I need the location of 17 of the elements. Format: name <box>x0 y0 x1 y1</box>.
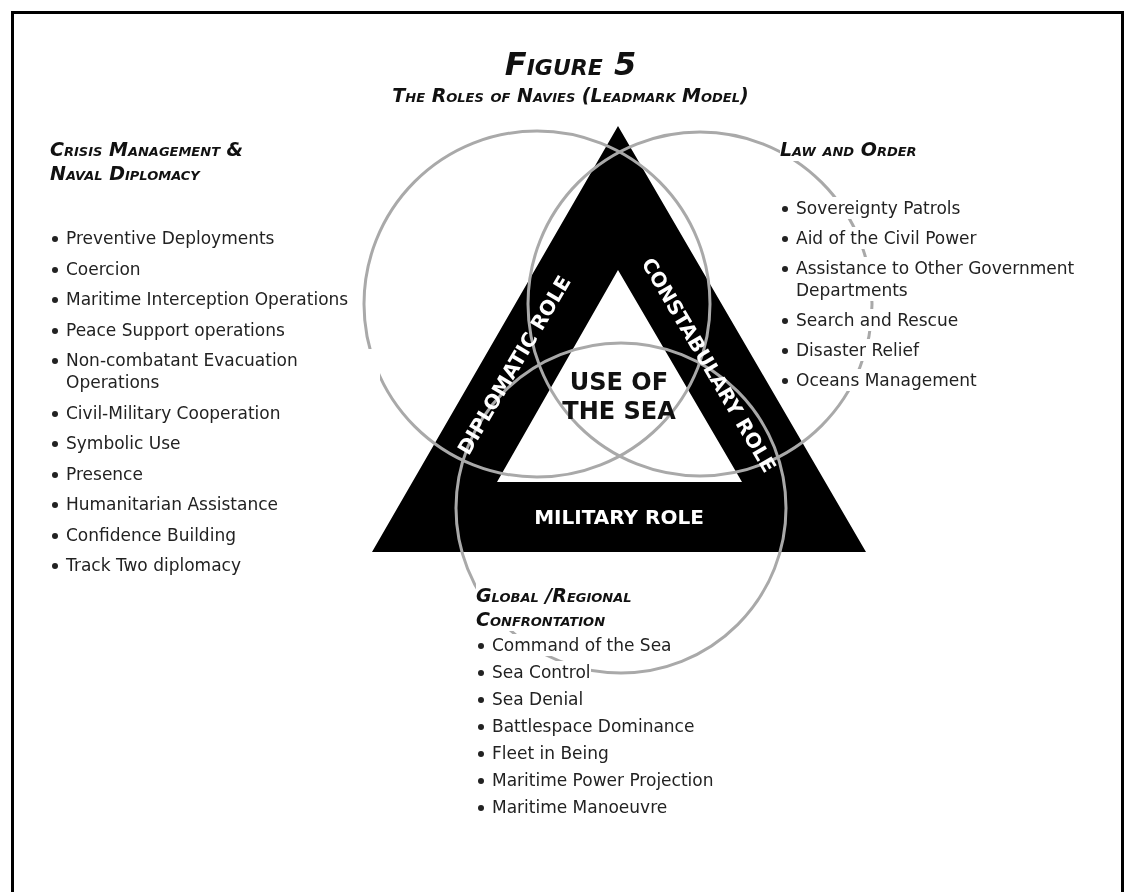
bullet-item: Non-combatant Evacuation Operations <box>50 349 380 393</box>
bullet-item: Battlespace Dominance <box>476 715 695 737</box>
bullet-item: Symbolic Use <box>50 432 181 454</box>
figure-title: Figure 5 <box>503 46 638 82</box>
bullet-item: Search and Rescue <box>780 309 959 331</box>
bullet-item: Maritime Power Projection <box>476 769 714 791</box>
bullet-item: Maritime Interception Operations <box>50 288 349 310</box>
figure-subtitle: The Roles of Navies (Leadmark Model) <box>391 84 750 106</box>
bullet-item: Command of the Sea <box>476 634 672 656</box>
bullet-item: Sovereignty Patrols <box>780 197 961 219</box>
role-label: MILITARY ROLE <box>534 505 704 529</box>
bullet-item: Disaster Relief <box>780 339 919 361</box>
bullet-item: Aid of the Civil Power <box>780 227 977 249</box>
bullet-item: Oceans Management <box>780 369 977 391</box>
bullet-item: Fleet in Being <box>476 742 609 764</box>
bullet-item: Preventive Deployments <box>50 227 275 249</box>
bullet-item: Track Two diplomacy <box>50 554 241 576</box>
